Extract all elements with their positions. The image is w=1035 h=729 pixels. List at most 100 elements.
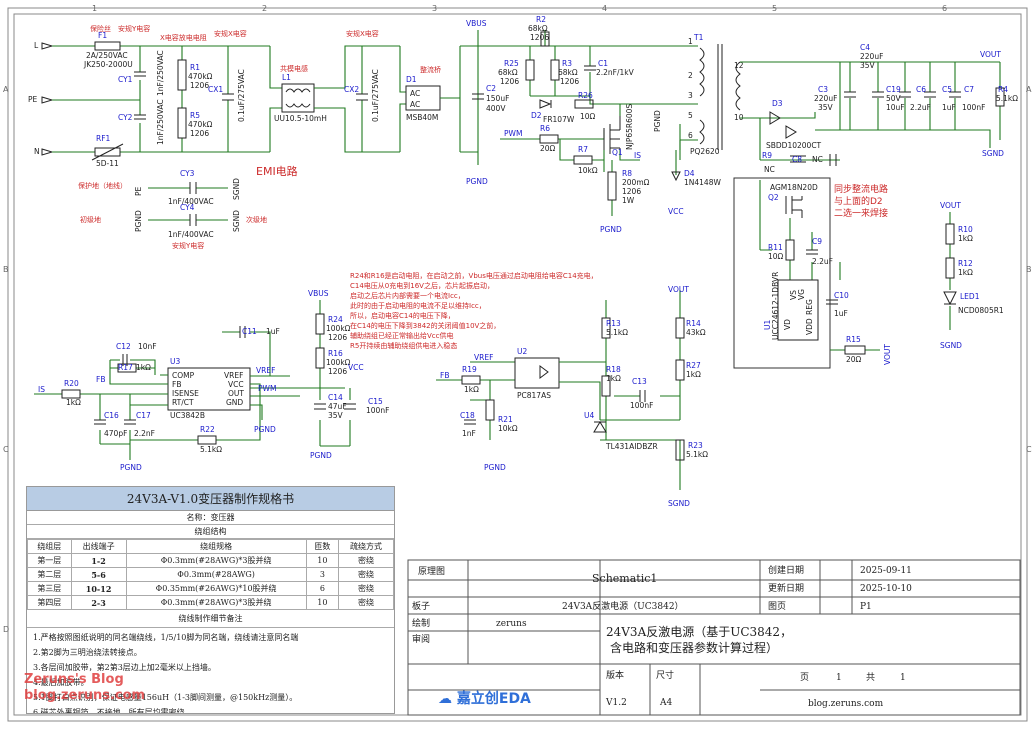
vout-label-2: VOUT [883,344,892,365]
optocoupler-u2 [514,357,560,389]
watermark-line-1: Zeruns's Blog [24,672,124,687]
c13-val: 100nF [630,401,653,410]
r14-ref: R14 [686,319,701,328]
c16-c17-plates [94,419,136,425]
t1-primary-wires [679,45,698,160]
resistor-r26 [574,99,594,109]
col-pins: 出线端子 [70,539,127,554]
r3-val1: 68kΩ [558,68,578,77]
pgnd-label-1: PGND [466,177,488,186]
vout-label-4: VOUT [668,285,689,294]
u3-right-wires [222,331,345,420]
c19-val2: 10uF [886,103,905,112]
table-row: 第四层 2-3 Φ0.3mm(#28AWG)*3股并绕 10 密绕 [27,595,394,610]
tb-size-label: 尺寸 [656,669,674,681]
q1-ref: Q1 [612,148,623,157]
pe-ground-label: PE [134,186,143,196]
spec-note-3: 3.各层间加胶带，第2第3层边上加2毫米以上挡墙。 [33,663,216,672]
input-pe-label: PE [28,95,38,104]
pri-ground-note: 初级地 [80,215,101,224]
r11-ref: R11 [768,243,783,252]
l1-val: UU10.5-10mH [274,114,327,123]
r10-ref: R10 [958,225,973,234]
f1-val2: JK250-2000U [83,60,133,69]
r13-val: 5.1kΩ [606,328,628,337]
vref-net-label-1: VREF [256,366,275,375]
u3-pin-vcc: VCC [228,380,244,389]
d4-val: 1N4148W [684,178,721,187]
cx1-val: 0.1uF/275VAC [237,69,246,122]
d1-out-wires [440,46,461,152]
choke-l1 [281,83,315,113]
c14-ref: C14 [328,393,343,402]
q2-val: AGM18N20D [770,183,818,192]
rf1-ref: RF1 [96,134,111,143]
row3-spec: Φ0.35mm(#26AWG)*10股并绕 [125,581,307,596]
grid-col-4: 4 [602,4,607,13]
row4-pins: 2-3 [70,595,127,610]
resistor-r19 [461,375,481,385]
spec-note-5: 5.1脚打白点识别，保证电感量156uH（1-3脚间测量，@150kHz测量）。 [33,693,298,702]
title-block-frame [407,559,1021,716]
row4-layer: 第四层 [27,595,72,610]
startup-line-4: 此时的由于启动电阻的电流不足以维持Icc， [350,301,486,310]
ic-u1 [777,279,819,341]
r4-val: 5.1kΩ [996,94,1018,103]
c3-val1: 220uF [814,94,837,103]
c12-val: 10nF [138,342,157,351]
r16-val2: 1206 [328,367,347,376]
c14-val2: 35V [328,411,344,420]
sync-rect-section: 同步整流电路 与上面的D2 二选一来焊接 AGM18N20D Q2 R11 10… [733,177,892,369]
vout-label-1: VOUT [980,50,1001,59]
table-row: 第二层 5-6 Φ0.3mm(#28AWG) 3 密绕 [27,567,394,582]
c19-ref: C19 [886,85,901,94]
r15-val: 20Ω [846,355,862,364]
tb-drawn: zeruns [496,619,527,629]
resistor-r7 [573,155,593,165]
r17-val: 1kΩ [136,363,151,372]
resistor-r25 [525,59,535,81]
d1-val: MSB40M [406,113,438,122]
spec-notes: 1.严格按照图纸说明的同名端绕线，1/5/10脚为同名端，绕线请注意同名端 2.… [27,628,394,713]
tl431-wires [559,290,681,490]
t1-ref: T1 [693,33,704,42]
cx1-ref: CX1 [208,85,223,94]
transformer-section: T1 1 2 3 5 6 12 10 PGND PQ2620 D4 1N4148… [653,33,744,216]
sync-wires [759,180,880,351]
resistor-r24 [315,313,325,335]
resistor-r2 [540,31,550,47]
emi-title: EMI电路 [256,165,298,178]
eda-logo: ☁ 嘉立创EDA [438,688,531,708]
vcc-label-2: VCC [348,363,364,372]
table-row: 第三层 10-12 Φ0.35mm(#26AWG)*10股并绕 6 密绕 [27,581,394,596]
spec-detail-title: 绕线制作细节备注 [27,610,394,628]
startup-line-7: 辅助绕组已经正常输出给Vcc供电 [350,331,454,340]
r7-val: 10kΩ [578,166,598,175]
u1-pin-vs: VS [789,290,798,300]
cy2-ref: CY2 [118,113,133,122]
sync-note-2: 与上面的D2 [834,195,883,207]
d3-val: SBDD10200CT [766,141,822,150]
r27-ref: R27 [686,361,701,370]
d1-in-wires [399,46,406,152]
sheet-frame [7,7,1028,722]
d2-val: FR107W [543,115,575,124]
xcap2-note: 安规X电容 [346,29,379,38]
c9-ref: C9 [812,237,822,246]
r23-val: 5.1kΩ [686,450,708,459]
resistor-r23 [675,439,685,461]
vcc-label-1: VCC [668,207,684,216]
row2-pins: 5-6 [70,567,127,582]
u1-pin-vd: VD [783,319,792,330]
resistor-r27 [675,359,685,381]
c10-ref: C10 [834,291,849,300]
rf1-slash [91,143,124,161]
u4-ref: U4 [584,411,594,420]
grid-row-a: A [3,85,9,94]
row2-turns: 3 [305,567,340,582]
eda-logo-text: 嘉立创EDA [456,691,531,707]
tb-schematic-name: Schematic1 [592,572,657,585]
t1-pin-10: 10 [734,113,744,122]
resistor-r11 [785,239,795,261]
c11-ref: C11 [242,327,257,336]
